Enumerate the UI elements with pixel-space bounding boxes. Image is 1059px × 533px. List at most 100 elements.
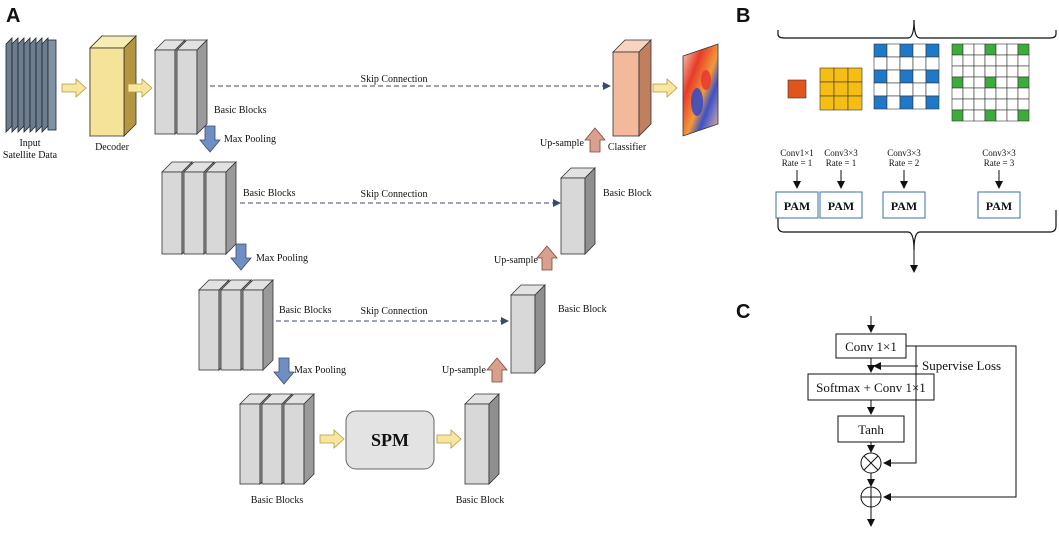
kernel-cell	[951, 87, 964, 100]
kernel-cell	[1017, 109, 1030, 122]
kernel-cell	[912, 82, 927, 97]
kernel-cell	[1017, 76, 1030, 89]
kernel-cell	[899, 95, 914, 110]
pam-label-4: PAM	[986, 199, 1012, 213]
kernel-cell	[925, 82, 940, 97]
pam-label-1: PAM	[784, 199, 810, 213]
conv-rate-2: Rate = 1	[826, 158, 857, 168]
kernel-cell	[1006, 76, 1019, 89]
pam-box-4	[977, 191, 1021, 219]
tanh-box	[837, 415, 905, 443]
kernel-cell	[995, 65, 1008, 78]
kernel-cell	[873, 69, 888, 84]
kernel-cell	[1006, 109, 1019, 122]
basic-blocks-label-4: Basic Blocks	[251, 495, 304, 506]
conv-label-1: Conv1×1 Rate = 1	[780, 148, 814, 168]
kernel-cell	[912, 56, 927, 71]
kernel-cell	[819, 81, 835, 97]
kernel-cell	[951, 54, 964, 67]
basic-block-label-bottom: Basic Block	[456, 495, 505, 506]
kernel-cell	[962, 43, 975, 56]
multiply-icon	[860, 452, 882, 474]
flow-arrow	[61, 78, 87, 98]
conv-box	[835, 333, 907, 359]
residual-connection	[883, 345, 1017, 501]
skip-label-2: Skip Connection	[361, 189, 428, 200]
kernel-cell	[962, 87, 975, 100]
kernel-cell	[973, 76, 986, 89]
kernel-cell	[886, 43, 901, 58]
conv-rate-1: Rate = 1	[782, 158, 813, 168]
kernel-cell	[1017, 65, 1030, 78]
top-brace	[777, 19, 1057, 39]
kernel-cell	[1006, 98, 1019, 111]
spm-module	[345, 410, 435, 470]
input-label-2: Satellite Data	[3, 150, 58, 161]
kernel-cell	[833, 95, 849, 111]
kernel-cell	[899, 82, 914, 97]
classifier-block	[612, 39, 652, 137]
panel-label-c: C	[736, 301, 750, 323]
kernel-cell	[973, 109, 986, 122]
kernel-cell	[951, 76, 964, 89]
max-pooling-label-3: Max Pooling	[294, 365, 346, 376]
kernel-cell	[1017, 87, 1030, 100]
kernel-cell	[886, 69, 901, 84]
conv-label: Conv 1×1	[845, 339, 897, 354]
pam-label-3: PAM	[891, 199, 917, 213]
panel-label-b: B	[736, 5, 750, 27]
kernel-cell	[984, 76, 997, 89]
basic-blocks-label-2: Basic Blocks	[243, 188, 296, 199]
kernel-cell	[873, 82, 888, 97]
conv-rate-4: Rate = 3	[984, 158, 1015, 168]
kernel-cell	[912, 95, 927, 110]
kernel-cell	[973, 87, 986, 100]
kernel-cell	[995, 98, 1008, 111]
tanh-label: Tanh	[858, 422, 884, 437]
kernel-cell	[1017, 43, 1030, 56]
input-label-1: Input	[19, 138, 40, 149]
kernel-cell	[995, 109, 1008, 122]
up-sample-arrow	[536, 245, 558, 271]
max-pooling-arrow	[230, 243, 252, 271]
kernel-cell	[847, 95, 863, 111]
kernel-cell	[886, 95, 901, 110]
kernel-cell	[899, 43, 914, 58]
kernel-cell	[925, 69, 940, 84]
kernel-cell	[973, 98, 986, 111]
decoder-basic-block-2	[560, 167, 596, 255]
panel-label-a: A	[6, 5, 20, 27]
flow-arrow	[319, 429, 345, 449]
kernel-3x3-rate-2	[873, 43, 940, 110]
flow-arrow	[436, 429, 462, 449]
softmax-label: Softmax + Conv 1×1	[816, 380, 926, 395]
kernel-cell	[951, 65, 964, 78]
basic-block-label-2: Basic Block	[603, 188, 652, 199]
kernel-cell	[912, 69, 927, 84]
kernel-cell	[995, 87, 1008, 100]
kernel-3x3-rate-3	[951, 43, 1030, 122]
pam-box-3	[882, 191, 926, 219]
kernel-cell	[912, 43, 927, 58]
kernel-cell	[1006, 65, 1019, 78]
kernel-cell	[962, 65, 975, 78]
kernel-cell	[899, 56, 914, 71]
kernel-cell	[951, 43, 964, 56]
conv-op-2: Conv3×3	[824, 148, 858, 158]
kernel-cell	[1006, 87, 1019, 100]
skip-label-3: Skip Connection	[361, 306, 428, 317]
conv-op-1: Conv1×1	[780, 148, 814, 158]
kernel-cell	[973, 43, 986, 56]
up-sample-label-1: Up-sample	[442, 365, 486, 376]
kernel-cell	[984, 65, 997, 78]
pam-box-1	[775, 191, 819, 219]
kernel-cell	[833, 81, 849, 97]
encoder-blocks-level-1	[154, 39, 208, 135]
kernel-cell	[1006, 54, 1019, 67]
encoder-blocks-level-2	[161, 161, 237, 255]
decoder-basic-block-3	[510, 284, 546, 374]
add-icon	[860, 486, 882, 508]
kernel-cell	[962, 109, 975, 122]
basic-block-label-3: Basic Block	[558, 304, 607, 315]
kernel-cell	[962, 54, 975, 67]
